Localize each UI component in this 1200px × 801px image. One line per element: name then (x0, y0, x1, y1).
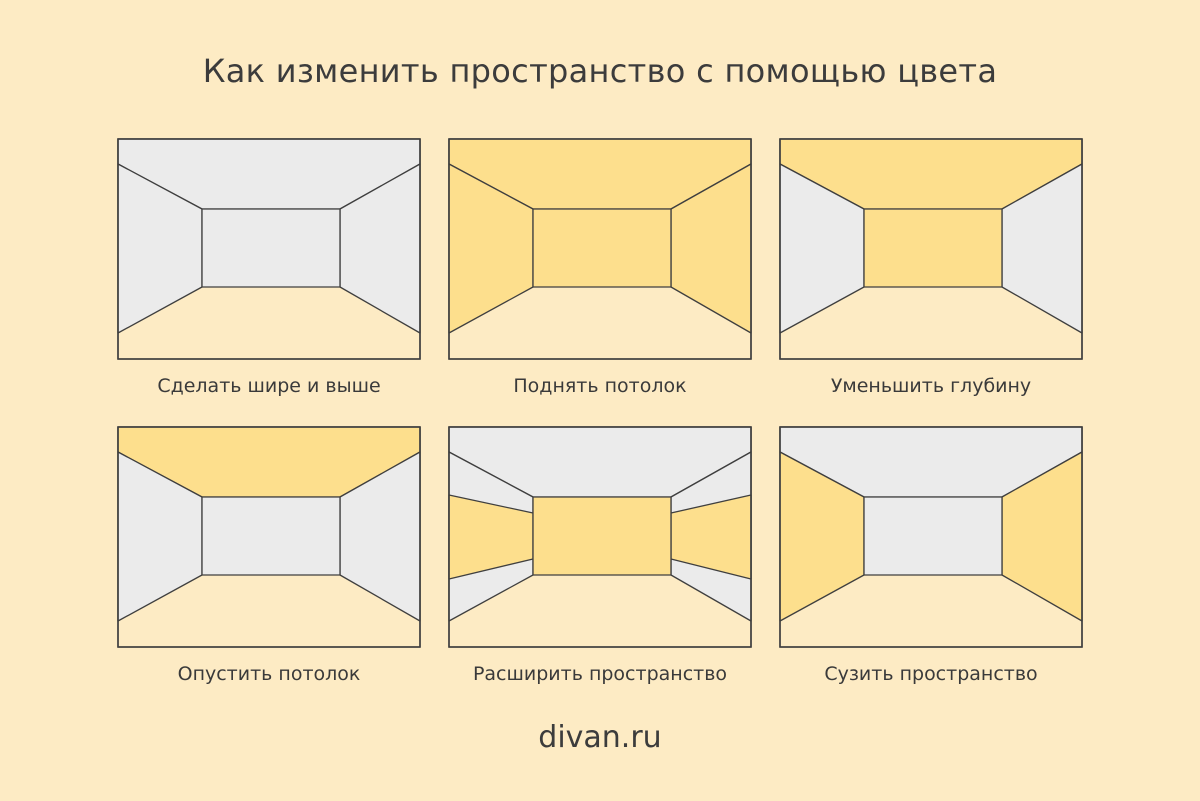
back-wall (201, 496, 341, 576)
brand-logo-text: divan.ru (538, 720, 662, 755)
room-svg (779, 426, 1083, 648)
room-svg (448, 138, 752, 360)
room-caption: Уменьшить глубину (830, 375, 1032, 397)
back-wall (863, 496, 1003, 576)
room-frame (117, 426, 421, 648)
room-frame (779, 426, 1083, 648)
back-wall (532, 496, 672, 576)
room-frame (448, 426, 752, 648)
back-wall (532, 208, 672, 288)
room-svg (779, 138, 1083, 360)
room-diagram (117, 138, 421, 360)
back-wall (863, 208, 1003, 288)
room-caption: Расширить пространство (472, 663, 728, 685)
back-wall (201, 208, 341, 288)
room-diagram (117, 426, 421, 648)
room-caption: Опустить потолок (177, 663, 361, 685)
room-diagram (779, 426, 1083, 648)
room-svg (117, 138, 421, 360)
room-diagram (448, 426, 752, 648)
room-diagram (448, 138, 752, 360)
room-frame (448, 138, 752, 360)
room-diagram (779, 138, 1083, 360)
room-caption: Поднять потолок (513, 375, 687, 397)
room-svg (117, 426, 421, 648)
room-frame (779, 138, 1083, 360)
room-svg (448, 426, 752, 648)
room-caption: Сделать шире и выше (157, 375, 381, 397)
room-caption: Сузить пространство (824, 663, 1038, 685)
page-title: Как изменить пространство с помощью цвет… (202, 52, 998, 90)
room-frame (117, 138, 421, 360)
